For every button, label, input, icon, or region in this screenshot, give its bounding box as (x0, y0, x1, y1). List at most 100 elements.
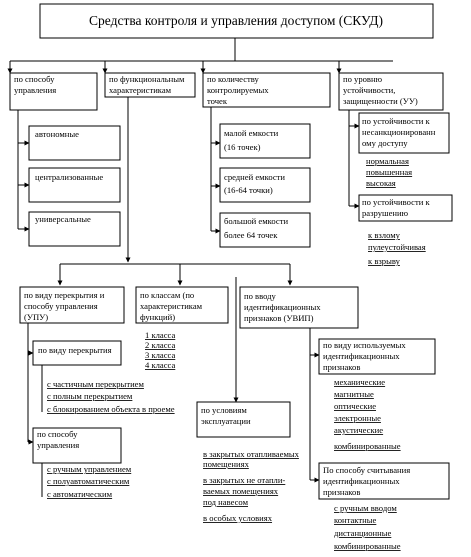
diagram-title: Средства контроля и управления доступом … (89, 13, 383, 28)
svg-text:несанкционированн: несанкционированн (362, 127, 436, 137)
node-functional: по функциональным характеристикам (104, 72, 196, 98)
svg-text:по виду используемых: по виду используемых (323, 340, 406, 350)
svg-text:по количеству: по количеству (207, 74, 260, 84)
list-overlap-types: с частичным перекрытием с полным перекры… (47, 379, 175, 414)
svg-text:централизованные: централизованные (35, 172, 103, 182)
svg-text:в закрытых отапливаемых: в закрытых отапливаемых (203, 449, 300, 459)
svg-text:(16-64 точки): (16-64 точки) (224, 185, 273, 195)
svg-text:функций): функций) (140, 312, 175, 322)
node-overlap-type: по виду перекрытия (32, 340, 122, 366)
svg-text:с автоматическим: с автоматическим (47, 489, 113, 499)
svg-text:к взлому: к взлому (368, 230, 401, 240)
svg-text:ваемых помещениях: ваемых помещениях (203, 486, 279, 496)
svg-text:(УПУ): (УПУ) (24, 312, 48, 322)
svg-text:с блокированием объекта в прое: с блокированием объекта в проеме (47, 404, 175, 414)
node-upu: по виду перекрытия и способу управления … (19, 286, 125, 324)
svg-text:механические: механические (334, 377, 385, 387)
svg-text:контролируемых: контролируемых (207, 85, 269, 95)
svg-text:малой емкости: малой емкости (224, 128, 279, 138)
node-control-points: по количеству контролируемых точек (202, 72, 331, 108)
svg-text:разрушению: разрушению (362, 208, 409, 218)
svg-text:идентификационных: идентификационных (323, 476, 400, 486)
node-autonomous: автономные (28, 125, 121, 161)
node-destruction: по устойчивости к разрушению (358, 194, 453, 222)
svg-text:4 класса: 4 класса (145, 360, 175, 370)
node-medium-capacity: средней емкости (16-64 точки) (219, 167, 311, 203)
svg-text:магнитные: магнитные (334, 389, 374, 399)
node-operating-conditions: по условиям эксплуатации (196, 401, 291, 438)
node-resistance-level: по уровню устойчивости, защищенности (УУ… (338, 72, 444, 111)
svg-text:по устойчивости к: по устойчивости к (362, 197, 430, 207)
svg-text:по виду перекрытия: по виду перекрытия (38, 345, 112, 355)
svg-text:контактные: контактные (334, 515, 376, 525)
svg-text:комбинированные: комбинированные (334, 441, 401, 451)
svg-text:дистанционные: дистанционные (334, 528, 392, 538)
svg-text:характеристикам: характеристикам (140, 301, 203, 311)
svg-text:признаков: признаков (323, 362, 360, 372)
svg-text:по условиям: по условиям (201, 405, 247, 415)
svg-text:универсальные: универсальные (35, 214, 91, 224)
svg-text:акустические: акустические (334, 425, 383, 435)
svg-text:по способу: по способу (37, 429, 78, 439)
svg-text:по классам (по: по классам (по (140, 290, 194, 300)
svg-text:помещениях: помещениях (203, 459, 250, 469)
svg-text:с частичным перекрытием: с частичным перекрытием (47, 379, 144, 389)
svg-text:более 64 точек: более 64 точек (224, 230, 278, 240)
list-unauthorized-levels: нормальная повышенная высокая (366, 156, 412, 188)
svg-text:эксплуатации: эксплуатации (201, 416, 251, 426)
node-classes: по классам (по характеристикам функций) (135, 286, 229, 324)
list-classes: 1 класса 2 класса 3 класса 4 класса (145, 330, 175, 370)
svg-text:По способу считывания: По способу считывания (323, 465, 410, 475)
svg-text:способу управления: способу управления (24, 301, 98, 311)
node-identifier-kind: по виду используемых идентификационных п… (318, 338, 436, 375)
node-centralized: централизованные (28, 167, 121, 203)
svg-text:оптические: оптические (334, 401, 376, 411)
svg-text:комбинированные: комбинированные (334, 541, 401, 551)
connectors (7, 38, 393, 497)
node-small-capacity: малой емкости (16 точек) (219, 123, 311, 159)
svg-text:характеристикам: характеристикам (109, 85, 172, 95)
svg-text:автономные: автономные (35, 129, 79, 139)
svg-text:с ручным вводом: с ручным вводом (334, 503, 397, 513)
svg-text:точек: точек (207, 96, 228, 106)
svg-text:средней емкости: средней емкости (224, 172, 285, 182)
node-control-method: по способу управления (9, 72, 98, 111)
svg-text:управления: управления (37, 440, 79, 450)
node-universal: универсальные (28, 211, 121, 247)
svg-text:устойчивости,: устойчивости, (343, 85, 395, 95)
svg-text:идентификационных: идентификационных (323, 351, 400, 361)
svg-text:высокая: высокая (366, 178, 396, 188)
title-box: Средства контроля и управления доступом … (39, 3, 434, 39)
list-operating-conditions: в закрытых отапливаемых помещениях в зак… (203, 449, 300, 523)
svg-text:нормальная: нормальная (366, 156, 409, 166)
node-large-capacity: большой емкости более 64 точек (219, 212, 311, 248)
svg-text:с полным перекрытием: с полным перекрытием (47, 391, 133, 401)
list-upu-control-methods: с ручным управлением с полуавтоматически… (47, 464, 132, 499)
svg-text:с ручным управлением: с ручным управлением (47, 464, 132, 474)
node-read-method: По способу считывания идентификационных … (318, 462, 450, 500)
svg-text:по функциональным: по функциональным (109, 74, 185, 84)
node-upu-control-method: по способу управления (32, 427, 122, 464)
svg-text:в закрытых не отапли-: в закрытых не отапли- (203, 475, 285, 485)
svg-text:3 класса: 3 класса (145, 350, 175, 360)
svg-text:2 класса: 2 класса (145, 340, 175, 350)
svg-text:по способу: по способу (14, 74, 55, 84)
svg-text:к взрыву: к взрыву (368, 256, 401, 266)
svg-text:пулеустойчивая: пулеустойчивая (368, 242, 426, 252)
svg-text:1 класса: 1 класса (145, 330, 175, 340)
svg-text:признаков (УВИП): признаков (УВИП) (244, 313, 314, 323)
svg-text:с полуавтоматическим: с полуавтоматическим (47, 476, 130, 486)
svg-text:по уровню: по уровню (343, 74, 383, 84)
list-identifier-kinds: механические магнитные оптические электр… (334, 377, 401, 451)
node-unauthorized-access: по устойчивости к несанкционированн ому … (358, 112, 450, 154)
list-read-methods: с ручным вводом контактные дистанционные… (334, 503, 401, 551)
svg-text:управления: управления (14, 85, 56, 95)
svg-text:большой емкости: большой емкости (224, 216, 288, 226)
svg-text:по виду перекрытия и: по виду перекрытия и (24, 290, 105, 300)
svg-text:электронные: электронные (334, 413, 381, 423)
svg-text:по вводу: по вводу (244, 291, 277, 301)
svg-text:в особых условиях: в особых условиях (203, 513, 273, 523)
svg-text:(16 точек): (16 точек) (224, 142, 261, 152)
list-destruction-levels: к взлому пулеустойчивая к взрыву (368, 230, 426, 266)
